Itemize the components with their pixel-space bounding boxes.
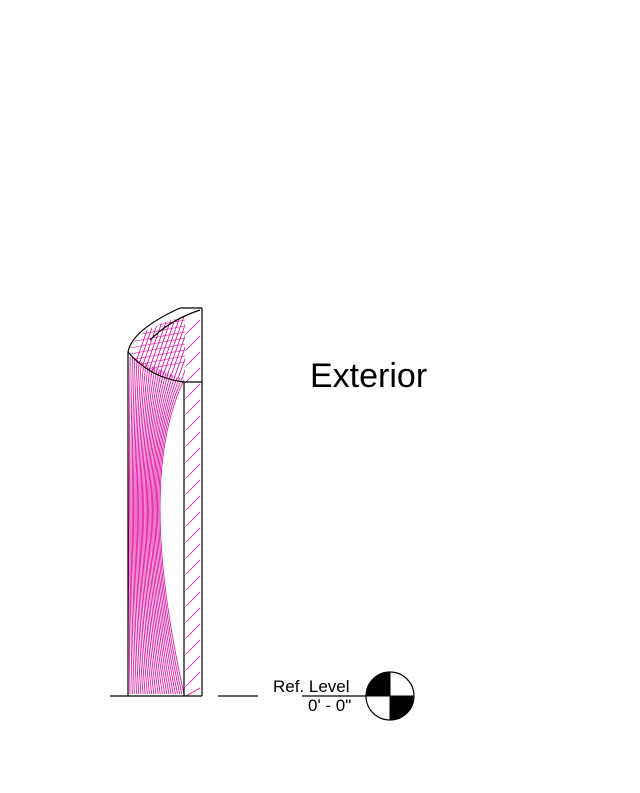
wall-outline (127, 307, 203, 696)
level-elevation: 0' - 0" (308, 696, 352, 715)
level-target-symbol (365, 671, 415, 721)
level-name: Ref. Level (273, 677, 350, 696)
wall-finish-hatch (185, 319, 201, 697)
exterior-label: Exterior (310, 357, 428, 395)
wall-core-hatch (127, 355, 185, 695)
